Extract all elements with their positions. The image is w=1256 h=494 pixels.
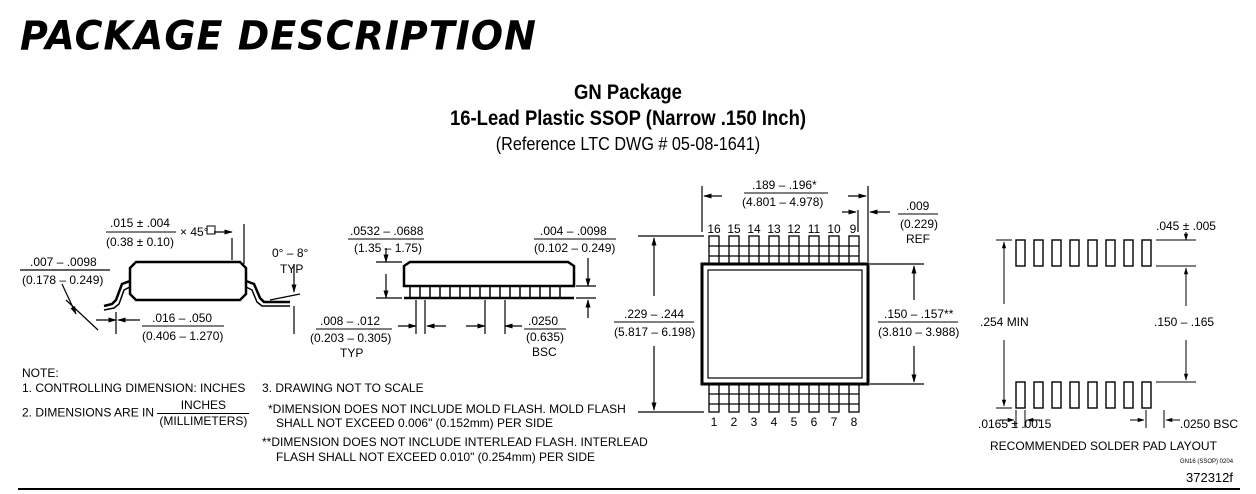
side-chamfer-angle: × 45° xyxy=(180,225,209,239)
notes-heading: NOTE: xyxy=(22,366,59,380)
pin-1: 1 xyxy=(711,415,718,429)
top-overall-width: .229 – .244 xyxy=(624,307,684,321)
pad-length: .045 ± .005 xyxy=(1156,219,1216,233)
top-pin-numbers: 16 15 14 13 12 11 10 9 xyxy=(707,222,856,236)
pin-8: 8 xyxy=(851,415,858,429)
pin-7: 7 xyxy=(831,415,838,429)
side-lead-thickness: .007 – .0098 xyxy=(30,255,97,269)
side-angle: 0° – 8° xyxy=(272,246,308,260)
front-standoff: .004 – .0098 xyxy=(540,224,607,238)
pad-span: .254 MIN xyxy=(980,315,1029,329)
top-overall-width-mm: (5.817 – 6.198) xyxy=(614,325,695,339)
side-chamfer-mm: (0.38 ± 0.10) xyxy=(106,235,174,249)
package-reference: (Reference LTC DWG # 05-08-1641) xyxy=(495,134,761,154)
package-description: 16-Lead Plastic SSOP (Narrow .150 Inch) xyxy=(449,107,807,130)
side-foot-length-mm: (0.406 – 1.270) xyxy=(142,329,223,343)
front-lead-width-note: TYP xyxy=(340,346,363,360)
note-2-numerator: INCHES xyxy=(157,398,250,414)
side-chamfer: .015 ± .004 xyxy=(110,216,170,230)
pin-9: 9 xyxy=(850,222,857,236)
pin-15: 15 xyxy=(727,222,741,236)
top-view xyxy=(638,186,924,413)
pad-caption: RECOMMENDED SOLDER PAD LAYOUT xyxy=(990,439,1218,453)
top-length-mm: (4.801 – 4.978) xyxy=(742,195,823,209)
side-view xyxy=(20,224,301,334)
note-2-fraction: INCHES (MILLIMETERS) xyxy=(157,398,250,429)
pin-10: 10 xyxy=(827,222,841,236)
note-star1-b: SHALL NOT EXCEED 0.006" (0.152mm) PER SI… xyxy=(276,416,554,430)
note-1: 1. CONTROLLING DIMENSION: INCHES xyxy=(22,381,246,395)
pad-pitch: .0250 BSC xyxy=(1180,417,1238,431)
pin-14: 14 xyxy=(747,222,761,236)
note-star2-a: **DIMENSION DOES NOT INCLUDE INTERLEAD F… xyxy=(262,435,648,449)
pin-11: 11 xyxy=(808,222,821,236)
front-lead-width: .008 – .012 xyxy=(320,314,380,328)
note-2-denominator: (MILLIMETERS) xyxy=(159,414,248,428)
bottom-pin-numbers: 1 2 3 4 5 6 7 8 xyxy=(711,415,858,429)
pad-layout xyxy=(996,232,1196,428)
bottom-rule xyxy=(18,488,1240,490)
top-body-width-mm: (3.810 – 3.988) xyxy=(878,325,959,339)
pin-16: 16 xyxy=(707,222,721,236)
note-star2-b: FLASH SHALL NOT EXCEED 0.010" (0.254mm) … xyxy=(276,450,596,464)
pin-12: 12 xyxy=(787,222,801,236)
front-lead-width-mm: (0.203 – 0.305) xyxy=(310,331,391,345)
front-height: .0532 – .0688 xyxy=(350,224,424,238)
top-ref-note: REF xyxy=(906,232,930,246)
note-star1-a: *DIMENSION DOES NOT INCLUDE MOLD FLASH. … xyxy=(268,402,626,416)
drawing-code: GN16 (SSOP) 0204 xyxy=(1180,459,1234,465)
note-3: 3. DRAWING NOT TO SCALE xyxy=(262,381,424,395)
part-number: 372312f xyxy=(1186,470,1233,485)
top-ref: .009 xyxy=(906,199,930,213)
package-titles: GN Package 16-Lead Plastic SSOP (Narrow … xyxy=(0,80,1256,156)
side-lead-thickness-mm: (0.178 – 0.249) xyxy=(22,273,103,287)
section-heading: PACKAGE DESCRIPTION xyxy=(20,12,537,60)
front-standoff-mm: (0.102 – 0.249) xyxy=(534,241,615,255)
pin-2: 2 xyxy=(731,415,738,429)
front-pitch-mm: (0.635) xyxy=(526,330,564,344)
note-2: 2. DIMENSIONS ARE IN INCHES (MILLIMETERS… xyxy=(22,398,250,429)
top-ref-mm: (0.229) xyxy=(900,217,938,231)
pad-width: .0165 ± .0015 xyxy=(978,417,1052,431)
pin-6: 6 xyxy=(811,415,818,429)
side-angle-note: TYP xyxy=(280,262,303,276)
package-name: GN Package xyxy=(574,81,682,104)
pad-inner: .150 – .165 xyxy=(1154,315,1214,329)
pin-5: 5 xyxy=(791,415,798,429)
pin-4: 4 xyxy=(771,415,778,429)
pin-13: 13 xyxy=(767,222,781,236)
front-view xyxy=(376,248,596,334)
side-foot-length: .016 – .050 xyxy=(152,311,212,325)
top-length: .189 – .196* xyxy=(752,178,817,192)
front-pitch: .0250 xyxy=(528,314,558,328)
note-2-prefix: 2. DIMENSIONS ARE IN xyxy=(22,405,155,420)
pin-3: 3 xyxy=(751,415,758,429)
top-body-width: .150 – .157** xyxy=(884,307,954,321)
front-height-mm: (1.35 – 1.75) xyxy=(354,241,422,255)
front-pitch-note: BSC xyxy=(532,345,557,359)
